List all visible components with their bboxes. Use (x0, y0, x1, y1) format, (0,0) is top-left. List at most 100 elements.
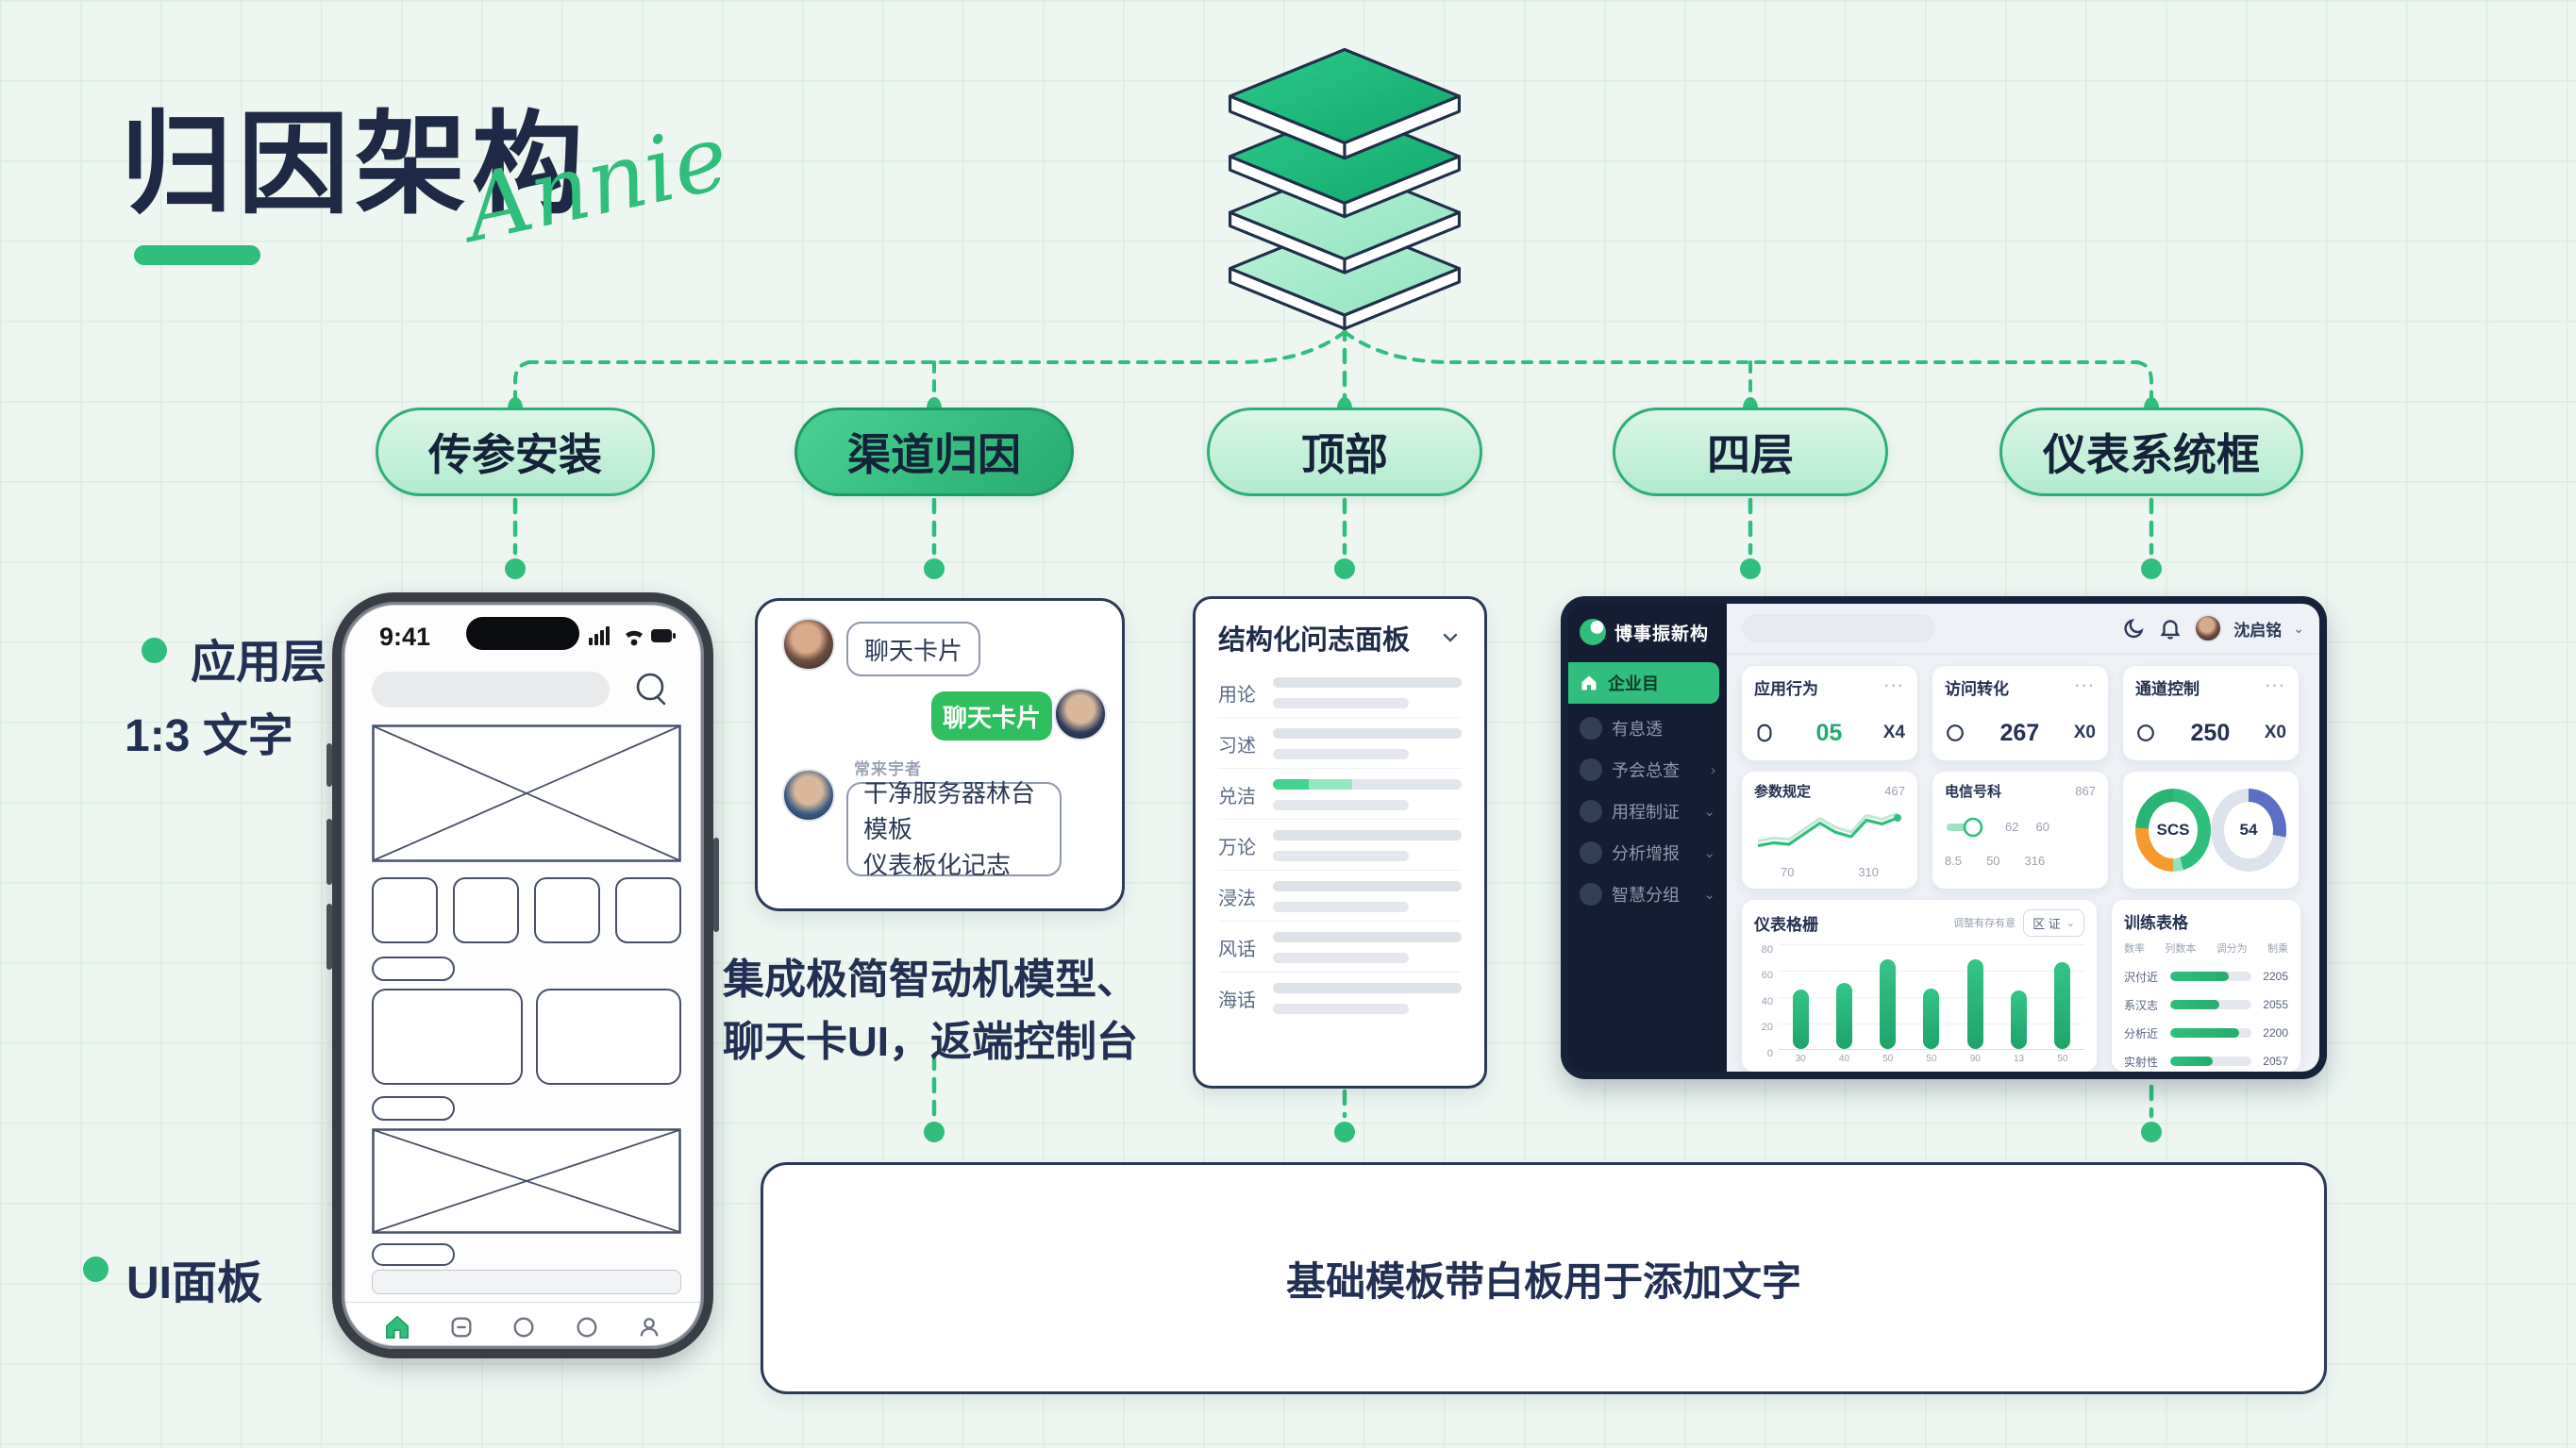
y-tick-label: 20 (1761, 1022, 1773, 1033)
y-tick-label: 80 (1761, 943, 1773, 956)
phone-side-button[interactable] (326, 743, 332, 787)
log-row: 用论 (1218, 667, 1462, 718)
donut-center-label: SCS (2156, 820, 2190, 839)
table-header: 调分为 (2216, 942, 2248, 955)
home-tab-icon[interactable] (383, 1313, 411, 1341)
dashboard-search-input[interactable] (1742, 614, 1935, 642)
range-dropdown[interactable]: 区 证⌄ (2023, 908, 2084, 937)
bullet-dot (142, 638, 167, 663)
chevron-icon: ⌄ (1703, 845, 1715, 861)
phone-side-button[interactable] (326, 819, 332, 885)
node-pill-dashboard[interactable]: 仪表系统框 (1999, 408, 2303, 496)
more-icon[interactable]: ··· (2266, 678, 2286, 694)
bar (1880, 958, 1897, 1049)
search-icon[interactable] (632, 670, 672, 709)
log-row-label: 兑洁 (1218, 787, 1256, 807)
card-placeholder[interactable] (536, 989, 681, 1085)
avatar (782, 618, 835, 671)
sidebar-item-home[interactable]: 企业目 (1568, 662, 1719, 704)
log-bar (1273, 1004, 1409, 1014)
more-icon[interactable]: ··· (2075, 678, 2096, 694)
node-pill-layers[interactable]: 四层 (1613, 408, 1888, 496)
chat-message-line: 干净服务器林台模板 (863, 779, 1036, 843)
profile-tab-icon[interactable] (636, 1314, 662, 1340)
stat-icon (1947, 724, 1964, 741)
progress-bar (2170, 1000, 2219, 1009)
chat-sender-name: 常来宇者 (854, 760, 922, 778)
messages-tab-icon[interactable] (574, 1314, 600, 1340)
x-tick-label: 310 (1858, 864, 1879, 879)
log-bar (1273, 749, 1409, 759)
chat-bubble-text: 聊天卡片 (942, 703, 1041, 732)
sidebar-item[interactable]: 予会总查› (1568, 749, 1727, 791)
x-tick-label: 90 (1969, 1053, 1981, 1064)
progress-bar (2170, 1028, 2240, 1038)
cards-tab-icon[interactable] (448, 1314, 475, 1340)
bar-card-title: 仪表格栅 (1754, 915, 1818, 934)
node-pill-channel[interactable]: 渠道归因 (795, 408, 1074, 496)
user-name: 沈启铭 (2233, 621, 2283, 640)
phone-side-button[interactable] (326, 904, 332, 970)
phone-side-button[interactable] (713, 838, 719, 932)
line-card-value: 467 (1884, 783, 1905, 798)
sidebar-item[interactable]: 用程制证⌄ (1568, 791, 1727, 832)
log-row-label: 浸法 (1218, 889, 1256, 909)
user-avatar[interactable] (2194, 614, 2223, 642)
stat-value: 05 (1815, 719, 1843, 746)
panel-title: 结构化问志面板 (1218, 625, 1411, 656)
layer-stack-icon (1229, 47, 1461, 330)
toggle-icon[interactable] (1945, 816, 1988, 839)
chevron-down-icon[interactable]: ⌄ (2293, 620, 2304, 636)
status-time: 9:41 (379, 623, 431, 651)
chevron-down-icon[interactable] (1439, 626, 1462, 649)
metric-value: 316 (2024, 853, 2046, 868)
bell-icon[interactable] (2158, 616, 2183, 641)
line-chart (1757, 811, 1901, 847)
bar (1835, 982, 1852, 1049)
node-pill-install[interactable]: 传参安装 (376, 408, 655, 496)
tile-placeholder[interactable] (453, 877, 519, 943)
chip-placeholder (372, 1243, 455, 1266)
table-header: 制乘 (2267, 942, 2288, 955)
row-value: 2205 (2263, 970, 2288, 983)
stat-card-title: 应用行为 (1754, 679, 1818, 698)
chat-bubble-text: 聊天卡片 (863, 636, 962, 665)
log-row-label: 海话 (1218, 990, 1256, 1011)
tile-placeholder[interactable] (615, 877, 681, 943)
chat-bubble-right: 聊天卡片 (931, 691, 1052, 741)
dashboard-main: 沈启铭 ⌄ 应用行为··· 05 X4 (1727, 604, 2319, 1072)
sidebar-item[interactable]: 有息透 (1568, 707, 1727, 749)
progress-bar (2170, 972, 2229, 981)
tile-placeholder[interactable] (372, 877, 438, 943)
caption-line: 聊天卡UI，返端控制台 (723, 1019, 1138, 1065)
chevron-icon: › (1711, 761, 1715, 778)
bullet-dot (83, 1257, 109, 1282)
sidebar-item[interactable]: 分析增报⌄ (1568, 832, 1727, 874)
log-row: 习述 (1218, 718, 1462, 769)
log-bar (1273, 677, 1462, 688)
table-row: 系汉志 2055 (2124, 997, 2288, 1013)
dashboard-sidebar: 博事振新构 企业目 有息透 予会总查› 用程制证⌄ 分析增报⌄ 智慧分组⌄ (1568, 604, 1727, 1072)
x-tick-label: 30 (1795, 1053, 1806, 1064)
log-bar (1273, 830, 1462, 841)
moon-icon[interactable] (2122, 616, 2147, 641)
label-ratio: 1:3 文字 (125, 711, 293, 761)
sidebar-item-label: 智慧分组 (1612, 886, 1680, 905)
row-value: 2055 (2263, 998, 2288, 1011)
metric-value: 60 (2035, 820, 2049, 834)
search-input[interactable] (372, 672, 610, 707)
tile-placeholder[interactable] (534, 877, 600, 943)
more-icon[interactable]: ··· (1884, 678, 1905, 694)
node-pill-top[interactable]: 顶部 (1207, 408, 1482, 496)
progress-bar (2170, 1057, 2213, 1066)
log-bar (1273, 851, 1409, 861)
discover-tab-icon[interactable] (510, 1314, 537, 1340)
y-tick-label: 60 (1761, 970, 1773, 981)
chevron-icon: ⌄ (1703, 804, 1715, 820)
sidebar-item[interactable]: 智慧分组⌄ (1568, 874, 1727, 915)
x-tick-label: 50 (2057, 1053, 2068, 1064)
card-placeholder[interactable] (372, 989, 523, 1085)
whiteboard-text: 基础模板带白板用于添加文字 (1285, 1258, 1801, 1304)
